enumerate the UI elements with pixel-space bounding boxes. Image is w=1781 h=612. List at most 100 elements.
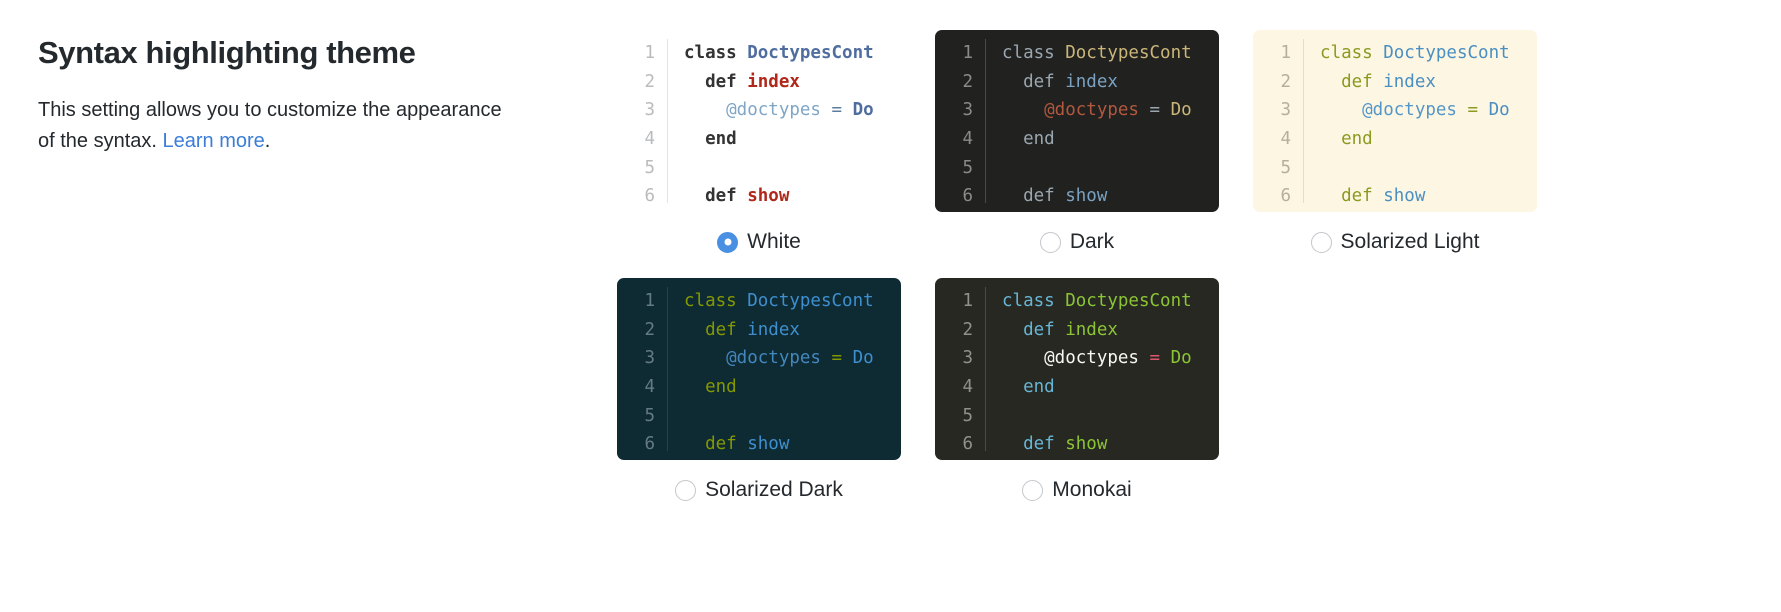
code-line (1320, 154, 1537, 183)
code-line (1002, 154, 1219, 183)
code-line: def index (1320, 68, 1537, 97)
radio-sollight[interactable] (1310, 231, 1332, 253)
code-sample: class DoctypesCont def index @doctypes =… (986, 30, 1219, 212)
code-token-mth: show (1383, 186, 1426, 207)
code-token-op: = (1149, 348, 1171, 369)
code-token-kw: def (1320, 71, 1384, 92)
line-number: 3 (962, 348, 973, 369)
radio-label-white[interactable]: White (747, 230, 801, 253)
code-line: def show (1320, 182, 1537, 211)
code-line: @doctypes = Do (684, 344, 901, 373)
radio-white[interactable] (717, 231, 739, 253)
code-token-cls: Do (852, 100, 874, 121)
line-number: 1 (962, 291, 973, 311)
code-token-ivr: @doctypes (684, 100, 832, 121)
code-line: @doctypes = Do (1002, 96, 1219, 125)
code-token-kw: def (1002, 434, 1066, 455)
code-token-op: = (831, 100, 853, 121)
code-token-mth: index (747, 71, 800, 92)
code-token-ivr: @doctypes (1002, 100, 1150, 121)
code-token-kw: class (684, 43, 748, 63)
code-line: class DoctypesCont (684, 39, 901, 68)
theme-radio-row-dark[interactable]: Dark (935, 230, 1219, 254)
code-token-ivr: @doctypes (684, 348, 832, 369)
radio-soldark[interactable] (675, 479, 697, 501)
theme-radio-row-sollight[interactable]: Solarized Light (1253, 230, 1537, 254)
code-token-mth: index (1383, 71, 1436, 92)
code-token-kw: end (684, 377, 737, 398)
radio-label-monokai[interactable]: Monokai (1052, 478, 1132, 501)
theme-radio-row-white[interactable]: White (617, 230, 901, 254)
code-line: end (1002, 373, 1219, 402)
code-token-cls: DoctypesCont (747, 43, 874, 63)
code-token-ivr: @doctypes (1320, 100, 1468, 121)
radio-dark[interactable] (1039, 231, 1061, 253)
page-title: Syntax highlighting theme (38, 35, 416, 70)
radio-label-sollight[interactable]: Solarized Light (1340, 230, 1480, 253)
code-token-kw: def (1002, 186, 1066, 207)
code-token-kw: def (684, 434, 748, 455)
gutter-divider (985, 287, 986, 451)
line-number: 2 (962, 71, 973, 92)
code-sample: class DoctypesCont def index @doctypes =… (668, 278, 901, 460)
line-number: 3 (644, 348, 655, 369)
code-line: end (1320, 125, 1537, 154)
line-number: 1 (962, 43, 973, 63)
theme-row-1: 1 2 3 4 5 6 class DoctypesCont def index @doct… (617, 30, 1781, 254)
learn-more-link[interactable]: Learn more (162, 129, 265, 152)
gutter-divider (667, 287, 668, 451)
line-number: 3 (1280, 100, 1291, 121)
line-number: 3 (644, 100, 655, 121)
line-number: 4 (962, 129, 973, 150)
radio-monokai[interactable] (1022, 479, 1044, 501)
code-token-kw: class (1002, 43, 1066, 63)
settings-description: This setting allows you to customize the… (38, 95, 508, 157)
line-number: 5 (962, 405, 973, 426)
code-line: class DoctypesCont (1320, 39, 1537, 68)
line-number: 6 (644, 434, 655, 455)
code-sample: class DoctypesCont def index @doctypes =… (986, 278, 1219, 460)
line-number: 5 (644, 157, 655, 178)
code-token-kw: end (1320, 129, 1373, 150)
code-line: @doctypes = Do (1320, 96, 1537, 125)
line-number: 3 (962, 100, 973, 121)
code-token-kw: def (684, 186, 748, 207)
code-token-cls: Do (1170, 348, 1192, 369)
code-line: @doctypes = Do (684, 96, 901, 125)
code-line: def index (1002, 316, 1219, 345)
code-token-kw: def (1320, 186, 1384, 207)
code-line: @doctypes = Do (1002, 344, 1219, 373)
line-number: 5 (962, 157, 973, 178)
radio-label-soldark[interactable]: Solarized Dark (705, 478, 843, 501)
theme-radio-row-soldark[interactable]: Solarized Dark (617, 478, 901, 502)
code-sample: class DoctypesCont def index @doctypes =… (1304, 30, 1537, 212)
theme-option-dark[interactable]: 1 2 3 4 5 6 class DoctypesCont def index @doct… (935, 30, 1253, 254)
theme-radio-row-monokai[interactable]: Monokai (935, 478, 1219, 502)
code-line: def show (1002, 182, 1219, 211)
radio-label-dark[interactable]: Dark (1069, 230, 1115, 253)
line-number: 2 (644, 71, 655, 92)
line-number: 2 (1280, 71, 1291, 92)
code-token-mth: show (1065, 434, 1108, 455)
line-number: 6 (962, 186, 973, 207)
theme-preview-dark[interactable]: 1 2 3 4 5 6 class DoctypesCont def index @doct… (935, 30, 1219, 212)
settings-description-column: Syntax highlighting theme This setting a… (38, 34, 538, 157)
code-token-mth: index (747, 319, 800, 340)
description-text-after: . (264, 129, 271, 152)
code-token-cls: DoctypesCont (1065, 291, 1192, 311)
code-token-kw: class (684, 291, 748, 311)
code-token-kw: def (684, 319, 748, 340)
line-number: 6 (644, 186, 655, 207)
